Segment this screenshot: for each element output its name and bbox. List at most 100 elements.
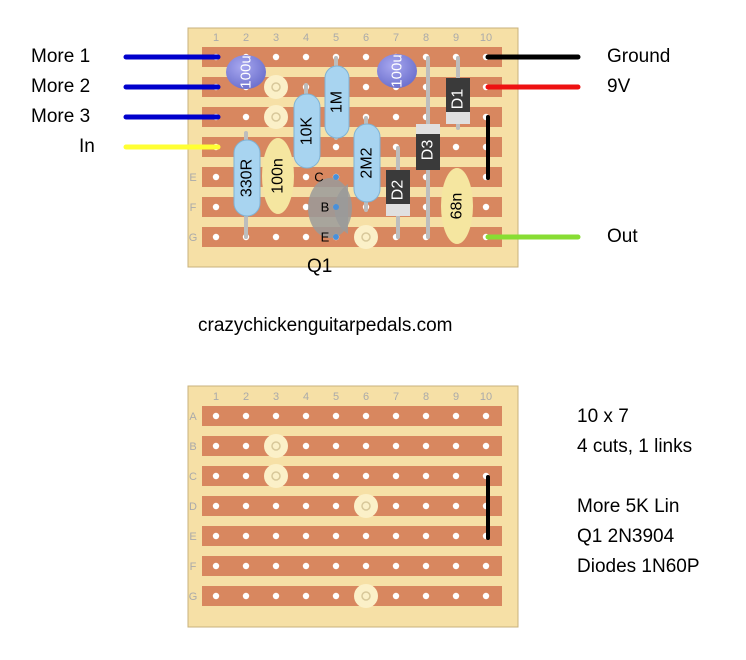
bot-hole: [392, 502, 400, 510]
bot-strip-F: [202, 556, 502, 576]
diode-d1: D1: [446, 78, 470, 124]
bot-hole: [212, 412, 220, 420]
bot-hole: [242, 502, 250, 510]
cap-100n-label: 100n: [270, 158, 287, 194]
top-col-label-4: 4: [303, 32, 309, 44]
top-hole: [242, 113, 250, 121]
bot-strip-cut: [264, 464, 288, 488]
top-col-label-8: 8: [423, 32, 429, 44]
resistor-2m2-label: 2M2: [359, 147, 376, 178]
note-diodes: Diodes 1N60P: [577, 556, 700, 577]
bot-hole: [392, 532, 400, 540]
q1-pin-c: C: [314, 170, 323, 185]
external-wires: [123, 54, 581, 240]
bot-hole: [332, 442, 340, 450]
bot-strip-cut: [354, 494, 378, 518]
bot-hole: [482, 442, 490, 450]
bot-hole: [392, 562, 400, 570]
bot-row-label-G: G: [189, 591, 198, 603]
top-hole: [482, 203, 490, 211]
bot-row-label-E: E: [189, 531, 196, 543]
bot-hole: [422, 562, 430, 570]
bot-hole: [332, 502, 340, 510]
note-cuts-links: 4 cuts, 1 links: [577, 436, 693, 457]
bot-row-label-D: D: [189, 501, 197, 513]
top-hole: [302, 203, 310, 211]
cap-100u-a: 100u: [226, 55, 266, 89]
bot-hole: [332, 592, 340, 600]
bot-hole: [422, 442, 430, 450]
bot-hole: [362, 412, 370, 420]
bot-hole: [242, 472, 250, 480]
resistor-10k-label: 10K: [299, 116, 316, 145]
top-hole: [332, 143, 340, 151]
top-hole: [212, 233, 220, 241]
cap-68n: 68n: [441, 168, 473, 244]
bot-hole: [452, 532, 460, 540]
bot-col-label-4: 4: [303, 391, 309, 403]
bot-hole: [332, 532, 340, 540]
resistor-330r: 330R: [233, 139, 261, 217]
bot-hole: [392, 412, 400, 420]
bot-hole: [272, 562, 280, 570]
bot-hole: [212, 592, 220, 600]
bot-hole: [212, 532, 220, 540]
bot-hole: [302, 442, 310, 450]
top-row-label-E: E: [189, 172, 196, 184]
bot-hole: [392, 592, 400, 600]
bot-hole: [362, 472, 370, 480]
bot-hole: [392, 472, 400, 480]
cap-100u-a-label: 100u: [238, 55, 255, 88]
diode-d1-label: D1: [450, 89, 467, 110]
note-size: 10 x 7: [577, 406, 629, 427]
note-more-pot: More 5K Lin: [577, 496, 680, 517]
bot-row-label-F: F: [190, 561, 197, 573]
bot-hole: [362, 442, 370, 450]
top-hole: [362, 83, 370, 91]
bot-hole: [332, 412, 340, 420]
bot-row-label-A: A: [189, 411, 197, 423]
bot-hole: [452, 472, 460, 480]
top-hole: [212, 203, 220, 211]
bot-strip-A: [202, 406, 502, 426]
bot-col-label-9: 9: [453, 391, 459, 403]
top-hole: [362, 53, 370, 61]
top-col-label-7: 7: [393, 32, 399, 44]
bot-hole: [332, 562, 340, 570]
label-9v: 9V: [607, 76, 631, 97]
bot-col-label-6: 6: [363, 391, 369, 403]
bot-hole: [302, 472, 310, 480]
bot-hole: [422, 502, 430, 510]
top-col-label-6: 6: [363, 32, 369, 44]
bot-strip-E: [202, 526, 502, 546]
top-col-label-9: 9: [453, 32, 459, 44]
cap-100n: 100n: [262, 138, 294, 214]
website-text: crazychickenguitarpedals.com: [198, 315, 453, 336]
top-hole: [302, 173, 310, 181]
bot-col-label-7: 7: [393, 391, 399, 403]
bot-hole: [452, 592, 460, 600]
bot-hole: [302, 592, 310, 600]
top-row-label-F: F: [190, 202, 197, 214]
q1-pin-e: E: [321, 230, 330, 245]
bot-hole: [212, 442, 220, 450]
resistor-10k: 10K: [293, 93, 321, 169]
label-more2: More 2: [31, 76, 91, 97]
cap-68n-label: 68n: [449, 193, 466, 220]
bot-col-label-10: 10: [480, 391, 492, 403]
cap-100u-b: 100u: [377, 54, 417, 88]
bot-hole: [302, 412, 310, 420]
top-col-label-5: 5: [333, 32, 339, 44]
top-hole: [212, 173, 220, 181]
bot-hole: [362, 532, 370, 540]
bot-hole: [362, 562, 370, 570]
bot-hole: [302, 502, 310, 510]
label-more3: More 3: [31, 106, 91, 127]
bot-hole: [242, 442, 250, 450]
bot-col-label-2: 2: [243, 391, 249, 403]
cap-100u-b-label: 100u: [389, 54, 406, 87]
bot-hole: [272, 502, 280, 510]
label-q1: Q1: [307, 256, 333, 277]
